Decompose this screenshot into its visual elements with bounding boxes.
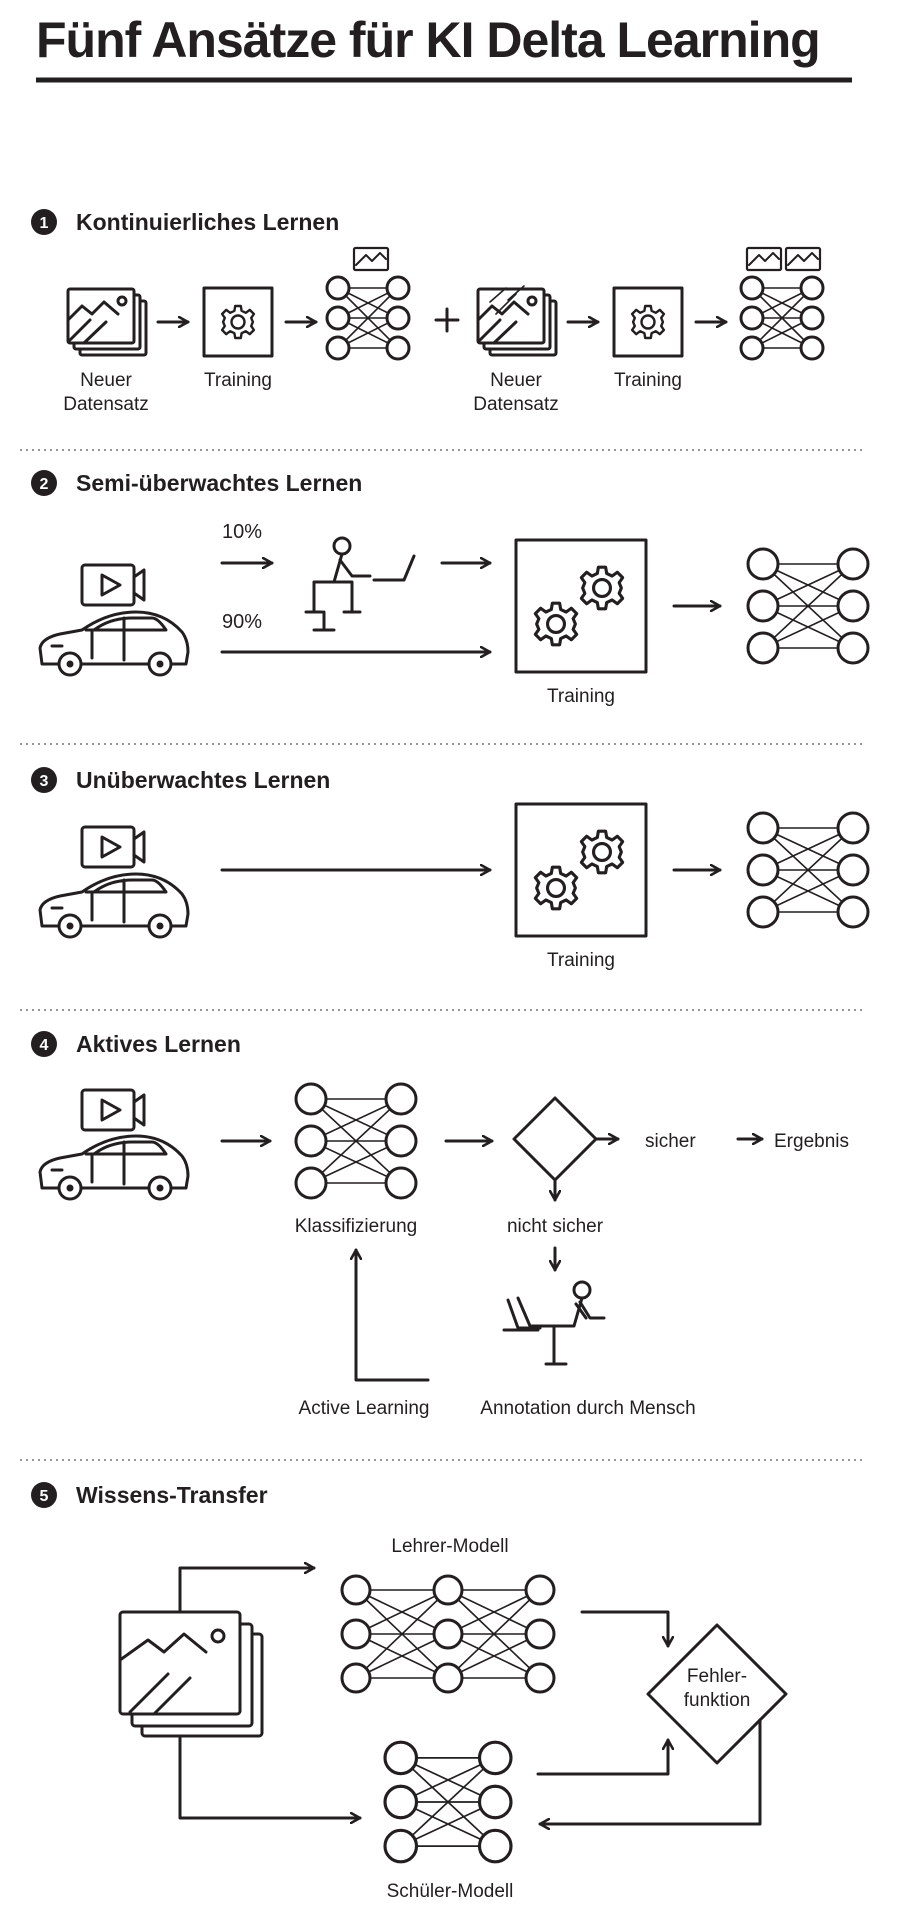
car-icon xyxy=(38,872,190,939)
label-active-learning: Active Learning xyxy=(299,1398,430,1419)
plus-icon xyxy=(434,307,460,333)
section-number-badge xyxy=(31,209,57,235)
section-2: 2 Semi-überwachtes Lernen 10% 90% Traini… xyxy=(31,470,870,707)
section-number: 5 xyxy=(40,1488,49,1505)
feedback-arrow xyxy=(356,1248,430,1382)
training-box xyxy=(612,286,684,358)
loss-function-diamond xyxy=(646,1623,788,1765)
arrow xyxy=(178,1734,362,1818)
training-box xyxy=(514,802,648,938)
label-percent-90: 90% xyxy=(222,611,262,633)
section-3: 3 Unüberwachtes Lernen Training xyxy=(31,767,870,971)
gear-icon xyxy=(579,829,625,875)
teacher-network-icon xyxy=(340,1574,556,1694)
video-camera-icon xyxy=(80,563,146,607)
label-training: Training xyxy=(547,686,615,707)
person-laptop-icon xyxy=(304,536,416,632)
car-icon xyxy=(38,1134,190,1201)
label-loss-function: Fehler-funktion xyxy=(684,1666,751,1711)
label-sure: sicher xyxy=(645,1131,696,1152)
label-teacher-model: Lehrer-Modell xyxy=(391,1536,508,1557)
section-number-badge xyxy=(31,1031,57,1057)
dataset-hatching xyxy=(489,285,525,315)
neural-network-icon xyxy=(325,275,411,361)
section-heading: Wissens-Transfer xyxy=(76,1482,268,1508)
label-percent-10: 10% xyxy=(222,521,262,543)
label-training-1: Training xyxy=(204,370,272,391)
arrow xyxy=(178,1568,316,1614)
label-result: Ergebnis xyxy=(774,1131,849,1152)
page-title: Fünf Ansätze für KI Delta Learning xyxy=(36,12,820,68)
training-box xyxy=(202,286,274,358)
arrow xyxy=(580,1610,668,1648)
laptop-icon xyxy=(502,1298,542,1332)
video-camera-icon xyxy=(80,1088,146,1132)
label-training: Training xyxy=(547,950,615,971)
label-not-sure: nicht sicher xyxy=(507,1216,604,1237)
section-number-badge xyxy=(31,767,57,793)
gear-icon xyxy=(630,304,666,340)
section-heading: Semi-überwachtes Lernen xyxy=(76,470,362,496)
training-box xyxy=(514,538,648,674)
label-annotation: Annotation durch Mensch xyxy=(480,1398,695,1419)
student-network-icon xyxy=(383,1740,513,1864)
section-number-badge xyxy=(31,1482,57,1508)
section-heading: Unüberwachtes Lernen xyxy=(76,767,330,793)
gear-icon xyxy=(533,601,579,647)
image-stack-icon xyxy=(118,1610,264,1738)
video-camera-icon xyxy=(80,825,146,869)
decision-diamond xyxy=(512,1096,598,1182)
arrow xyxy=(536,1738,668,1776)
neural-network-icon xyxy=(294,1082,418,1200)
label-classification: Klassifizierung xyxy=(295,1216,418,1237)
person-laptop-icon xyxy=(516,1280,606,1366)
section-number: 2 xyxy=(40,476,49,493)
gear-icon xyxy=(533,865,579,911)
dataset-images-icon xyxy=(476,287,558,357)
neural-network-icon xyxy=(746,811,870,929)
arrow xyxy=(538,1718,762,1824)
section-5: 5 Wissens-Transfer Lehrer-Modell xyxy=(31,1482,788,1902)
section-number: 4 xyxy=(40,1037,49,1054)
label-student-model: Schüler-Modell xyxy=(387,1881,514,1902)
section-number-badge xyxy=(31,470,57,496)
label-training-2: Training xyxy=(614,370,682,391)
neural-network-icon xyxy=(746,547,870,665)
image-thumbnail-icon xyxy=(352,246,390,272)
section-heading: Aktives Lernen xyxy=(76,1031,241,1057)
gear-icon xyxy=(220,304,256,340)
section-number: 1 xyxy=(40,215,49,232)
neural-network-icon xyxy=(739,275,825,361)
car-icon xyxy=(38,610,190,677)
dataset-images-icon xyxy=(66,287,148,357)
image-thumbnail-icon xyxy=(745,246,783,272)
section-4: 4 Aktives Lernen sicher Ergebnis Klassif… xyxy=(31,1031,849,1419)
section-heading: Kontinuierliches Lernen xyxy=(76,209,339,235)
gear-icon xyxy=(579,565,625,611)
section-number: 3 xyxy=(40,773,49,790)
image-thumbnail-icon xyxy=(784,246,822,272)
